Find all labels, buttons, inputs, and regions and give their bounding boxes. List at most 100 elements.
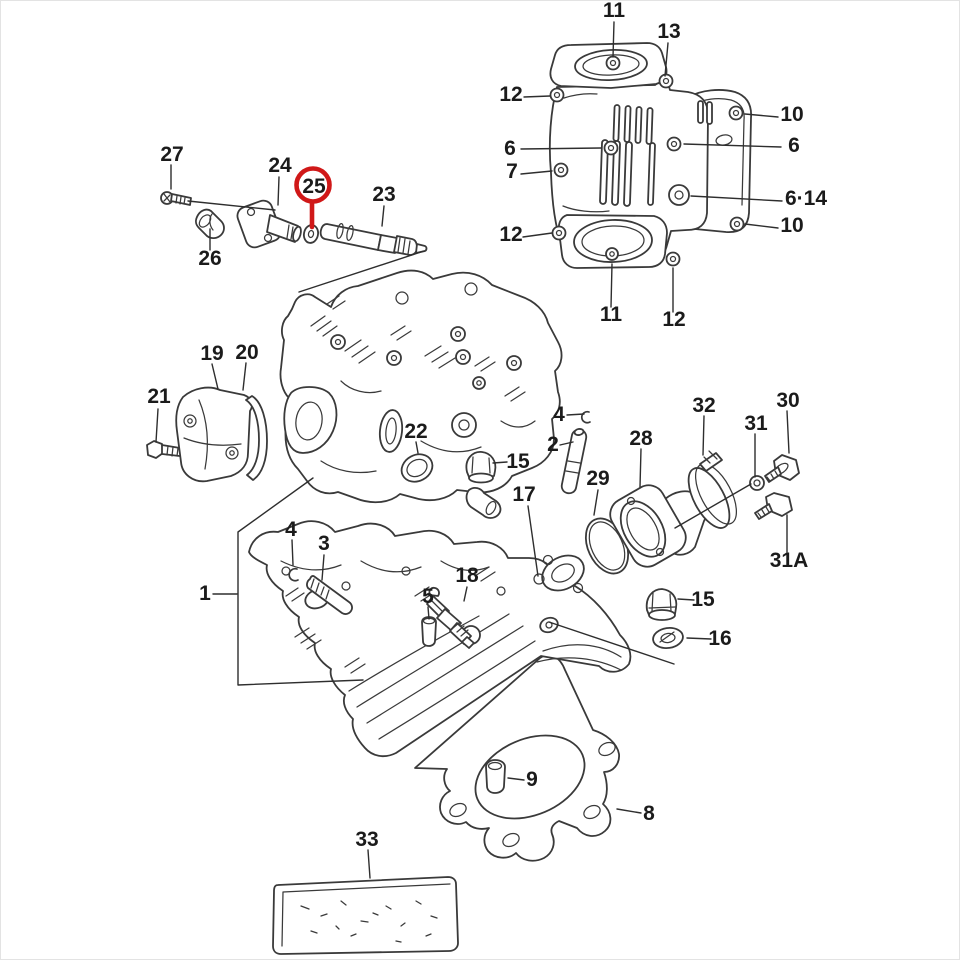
cover-bolts — [549, 55, 745, 267]
callout-31: 31 — [744, 412, 768, 435]
leader-15-lower — [677, 598, 695, 601]
leader-16-long — [548, 621, 675, 665]
leader-6-left — [520, 147, 602, 150]
callout-30: 30 — [776, 389, 799, 412]
callout-3: 3 — [318, 532, 330, 555]
clamp-screw — [699, 452, 723, 472]
valve-cover — [548, 42, 752, 269]
bushing-26 — [194, 208, 225, 240]
leader-11-bottom — [610, 263, 613, 308]
leader-9 — [507, 777, 525, 781]
callout-28: 28 — [629, 427, 653, 450]
callout-17: 17 — [512, 483, 535, 506]
callout-32: 32 — [692, 394, 715, 417]
leader-16 — [686, 637, 712, 640]
clamp-32 — [687, 450, 738, 529]
cover-left-opening — [283, 386, 338, 454]
leader-31-long — [674, 483, 752, 529]
cooling-fins — [348, 613, 622, 740]
leader-11-top — [612, 21, 615, 58]
washer-16 — [652, 626, 684, 650]
callout-24: 24 — [268, 154, 292, 177]
callout-29: 29 — [586, 467, 609, 490]
callout-6-left: 6 — [504, 137, 516, 160]
callout-12-left-top: 12 — [499, 83, 522, 106]
callout-12-left-bottom: 12 — [499, 223, 522, 246]
callout-33: 33 — [355, 828, 378, 851]
callout-9: 9 — [526, 768, 538, 791]
bolt-31a — [754, 492, 793, 520]
bracket-1 — [237, 477, 364, 686]
dowel-pin — [485, 759, 506, 794]
callout-5: 5 — [422, 585, 434, 608]
leader-7 — [520, 170, 553, 175]
cover-details — [310, 282, 536, 474]
valve-guide-2 — [560, 428, 588, 495]
callout-16: 16 — [708, 627, 731, 650]
callout-15-upper: 15 — [506, 450, 530, 473]
callout-11-top: 11 — [603, 1, 626, 22]
leader-33 — [367, 849, 371, 879]
leader-28 — [639, 448, 642, 488]
callout-7: 7 — [506, 160, 518, 183]
leader-6-right — [683, 143, 782, 148]
stud-boss — [539, 616, 559, 634]
cylinder-head — [248, 520, 632, 758]
screw-27 — [160, 191, 192, 206]
leader-12-left-bottom — [522, 232, 553, 238]
rocker-boss-17 — [465, 486, 502, 519]
leader-3 — [321, 554, 325, 581]
gasket-center-opening — [474, 734, 586, 820]
head-cover — [279, 269, 563, 504]
callout-11-bottom: 11 — [600, 303, 623, 326]
leader-2 — [559, 441, 574, 446]
leader-lines — [155, 21, 790, 879]
callout-23: 23 — [372, 183, 395, 206]
leader-18 — [463, 586, 468, 602]
cap-nut-15-lower — [645, 588, 678, 621]
leader-13 — [664, 42, 669, 77]
leader-10-bottom — [744, 223, 779, 229]
rocker-boss-hole — [533, 573, 545, 585]
leader-27-long — [187, 200, 276, 211]
callout-20: 20 — [235, 341, 258, 364]
clip-4-left — [288, 567, 299, 582]
callout-19: 19 — [200, 342, 223, 365]
callout-26: 26 — [198, 247, 221, 270]
leader-10-top — [744, 113, 779, 118]
callout-25: 25 — [302, 175, 326, 198]
leader-6-14 — [690, 195, 783, 202]
callout-13: 13 — [657, 20, 680, 43]
callout-4-left: 4 — [285, 518, 297, 541]
leader-12-left-top — [523, 95, 551, 98]
leader-32 — [702, 415, 705, 456]
highlight-circle-25 — [294, 166, 332, 230]
callout-4-right: 4 — [553, 403, 565, 426]
head-gasket — [414, 654, 620, 862]
leader-24 — [277, 176, 280, 206]
leader-8 — [616, 808, 642, 814]
dowel-5 — [421, 616, 437, 647]
leader-15-upper — [492, 461, 508, 464]
gasket-sheet-33 — [272, 876, 459, 955]
clip-4-right — [580, 410, 591, 424]
callout-1: 1 — [199, 582, 211, 605]
leader-17 — [527, 505, 539, 577]
callout-22: 22 — [404, 420, 427, 443]
callout-12-bottom: 12 — [662, 308, 685, 331]
leader-20 — [242, 362, 247, 391]
bolt-6-14 — [668, 184, 690, 206]
leader-21 — [155, 408, 159, 443]
spark-plug-18 — [426, 586, 475, 649]
leader-30 — [786, 410, 790, 454]
tacho-shaft-23 — [319, 223, 428, 256]
intake-flange — [541, 554, 585, 592]
callout-27: 27 — [160, 143, 183, 166]
callout-6-14: 6·14 — [785, 187, 827, 210]
oil-seal-22 — [400, 453, 434, 483]
washer-31 — [749, 475, 765, 491]
bolt-30 — [764, 454, 800, 483]
cap-nut-15-upper — [465, 451, 497, 484]
